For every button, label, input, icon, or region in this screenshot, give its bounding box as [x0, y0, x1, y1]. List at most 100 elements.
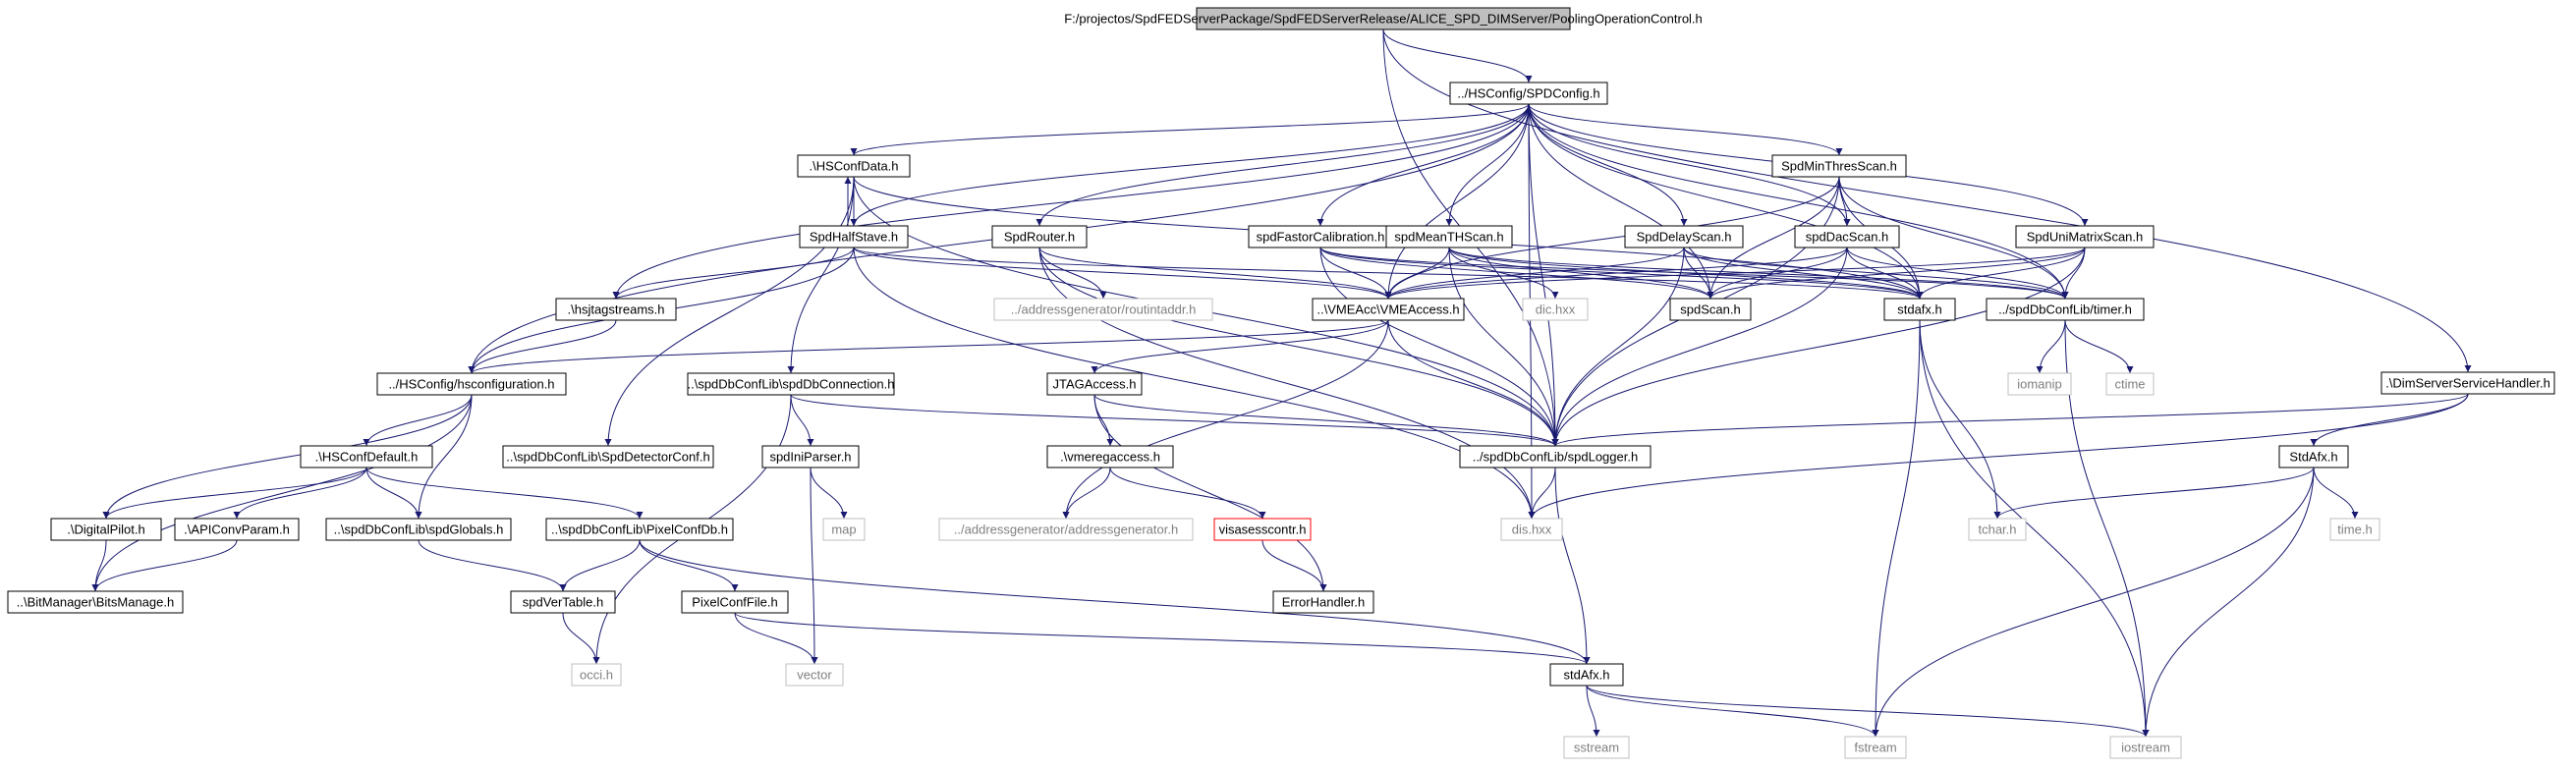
node-spdminthres[interactable]: SpdMinThresScan.h	[1771, 154, 1907, 178]
node-box-digitalpilot	[50, 518, 162, 541]
node-label-spdunimatrix: SpdUniMatrixScan.h	[2027, 230, 2144, 245]
edge-jtagaccess-to-spdlogger	[1093, 394, 1559, 447]
edge-stdafx-lower-to-iostream	[1919, 319, 2150, 738]
edge-root-to-dimservice	[1382, 28, 2472, 373]
node-spdiniparser[interactable]: spdIniParser.h	[761, 445, 860, 468]
node-spddelay[interactable]: SpdDelayScan.h	[1624, 225, 1744, 248]
edge-spdconfig-to-spddac	[1528, 103, 1851, 227]
edge-spdconfig-to-spdmeanth	[1445, 103, 1530, 227]
node-box-pixelconfdb	[545, 518, 734, 541]
node-root[interactable]: F:/projectos/SpdFEDServerPackage/SpdFEDS…	[1064, 7, 1703, 30]
node-box-hsjtag	[555, 298, 677, 321]
node-label-pixelconffile: PixelConfFile.h	[692, 595, 777, 610]
edge-stdafx-upper-to-timeh	[2313, 467, 2359, 520]
node-box-addrgen	[938, 518, 1194, 541]
edge-spdconfig-to-spdrouter	[1036, 103, 1530, 227]
node-box-vector	[785, 663, 844, 687]
node-map: map	[822, 518, 866, 541]
node-spdmeanth[interactable]: spdMeanTHScan.h	[1385, 225, 1513, 248]
node-box-spddelay	[1624, 225, 1744, 248]
edge-spdhalfstave-to-vmeaccess	[853, 247, 1392, 300]
node-vmeaccess[interactable]: ..\VMEAcc\VMEAccess.h	[1312, 298, 1465, 321]
edge-spdminthres-to-timer	[1838, 176, 2069, 300]
node-errorhandler[interactable]: ErrorHandler.h	[1272, 590, 1374, 614]
node-box-hsconfiguration	[376, 372, 567, 396]
node-spddetectorconf[interactable]: ..\spdDbConfLib\SpdDetectorConf.h	[502, 445, 714, 468]
node-dichxx: dic.hxx	[1522, 298, 1589, 321]
edge-timer-to-ctime	[2064, 319, 2134, 374]
node-dimservice[interactable]: .\DimServerServiceHandler.h	[2380, 371, 2555, 395]
node-sstream: sstream	[1563, 736, 1630, 759]
edge-spddac-to-timer	[1846, 247, 2069, 300]
node-pixelconfdb[interactable]: ..\spdDbConfLib\PixelConfDb.h	[545, 518, 734, 541]
node-stdafx-lower[interactable]: stdafx.h	[1883, 298, 1956, 321]
edge-spdvertable-to-occih	[562, 612, 600, 665]
node-label-spddetectorconf: ..\spdDbConfLib\SpdDetectorConf.h	[506, 450, 709, 465]
node-visasess[interactable]: visasesscontr.h	[1213, 518, 1312, 541]
edge-hsconfiguration-to-spdglobals	[415, 394, 473, 520]
edge-hsconfdefault-to-digitalpilot	[102, 467, 367, 520]
edge-spddac-to-spdlogger	[1551, 247, 1848, 447]
node-tcharh: tchar.h	[1968, 518, 2027, 541]
edge-spdconfig-to-spdhalfstave	[850, 103, 1530, 227]
node-iostream: iostream	[2109, 736, 2182, 759]
edge-hsconfiguration-to-digitalpilot	[102, 394, 473, 520]
node-box-ctime	[2105, 372, 2155, 396]
edge-spdrouter-to-dishxx	[1038, 247, 1536, 520]
edge-spdunimatrix-to-vmeaccess	[1384, 247, 2086, 300]
node-spdhalfstave[interactable]: SpdHalfStave.h	[799, 225, 909, 248]
node-hsconfdefault[interactable]: .\HSConfDefault.h	[300, 445, 433, 468]
edge-stdafx-dblib-to-fstream	[1586, 685, 1879, 738]
node-spddbconnection[interactable]: ..\spdDbConfLib\spdDbConnection.h	[687, 372, 895, 396]
node-stdafx-upper[interactable]: StdAfx.h	[2278, 445, 2349, 468]
node-label-occih: occi.h	[580, 668, 613, 683]
node-box-timer	[1986, 298, 2145, 321]
node-hsconfiguration[interactable]: ../HSConfig/hsconfiguration.h	[376, 372, 567, 396]
node-spdvertable[interactable]: spdVerTable.h	[510, 590, 616, 614]
node-label-jtagaccess: JTAGAccess.h	[1052, 377, 1136, 392]
edge-spdunimatrix-to-spdscan	[1707, 247, 2086, 300]
node-label-spdlogger: ../spdDbConfLib/spdLogger.h	[1473, 450, 1638, 465]
edge-spdmeanth-to-vmeaccess	[1384, 247, 1450, 300]
edge-dimservice-to-dishxx	[1528, 393, 2469, 520]
edge-spdmeanth-to-spdscan	[1448, 247, 1714, 300]
node-spddac[interactable]: spdDacScan.h	[1794, 225, 1900, 248]
node-stdafx-dblib[interactable]: stdAfx.h	[1549, 663, 1624, 687]
node-spdscan[interactable]: spdScan.h	[1669, 298, 1752, 321]
node-spdconfig[interactable]: ../HSConfig/SPDConfig.h	[1449, 82, 1608, 105]
edge-spdiniparser-to-map	[810, 467, 848, 520]
node-timer[interactable]: ../spdDbConfLib/timer.h	[1986, 298, 2145, 321]
node-box-spdrouter	[991, 225, 1088, 248]
node-spdunimatrix[interactable]: SpdUniMatrixScan.h	[2015, 225, 2155, 248]
node-vmeregaccess[interactable]: .\vmeregaccess.h	[1046, 445, 1174, 468]
node-hsconfdata[interactable]: .\HSConfData.h	[797, 154, 911, 178]
node-pixelconffile[interactable]: PixelConfFile.h	[681, 590, 789, 614]
edge-spdglobals-to-spdvertable	[418, 539, 567, 592]
edge-spddac-to-stdafx-lower	[1846, 247, 1924, 300]
node-box-spdconfig	[1449, 82, 1608, 105]
node-box-sstream	[1563, 736, 1630, 759]
node-hsjtag[interactable]: .\hsjtagstreams.h	[555, 298, 677, 321]
node-label-dimservice: .\DimServerServiceHandler.h	[2385, 376, 2550, 391]
node-jtagaccess[interactable]: JTAGAccess.h	[1046, 372, 1143, 396]
node-bitsmanage[interactable]: ..\BitManager\BitsManage.h	[7, 590, 184, 614]
node-ctime: ctime	[2105, 372, 2155, 396]
edge-vmeaccess-to-addrgen	[1062, 319, 1389, 520]
edge-stdafx-upper-to-fstream	[1872, 467, 2315, 738]
node-spdlogger[interactable]: ../spdDbConfLib/spdLogger.h	[1459, 445, 1652, 468]
edge-spdminthres-to-spdscan	[1707, 176, 1840, 300]
node-label-spdminthres: SpdMinThresScan.h	[1781, 159, 1897, 174]
node-box-spdvertable	[510, 590, 616, 614]
node-label-addrgen: ../addressgenerator/addressgenerator.h	[954, 522, 1178, 537]
node-vector: vector	[785, 663, 844, 687]
node-box-spdhalfstave	[799, 225, 909, 248]
node-digitalpilot[interactable]: .\DigitalPilot.h	[50, 518, 162, 541]
edge-spdmeanth-to-stdafx-lower	[1448, 247, 1924, 300]
edge-spdiniparser-to-vector	[810, 467, 818, 665]
node-label-ctime: ctime	[2114, 377, 2145, 392]
node-spdrouter[interactable]: SpdRouter.h	[991, 225, 1088, 248]
node-spdfastor[interactable]: spdFastorCalibration.h	[1248, 225, 1393, 248]
node-apiconvparam[interactable]: .\APIConvParam.h	[174, 518, 300, 541]
node-spdglobals[interactable]: ..\spdDbConfLib\spdGlobals.h	[325, 518, 512, 541]
